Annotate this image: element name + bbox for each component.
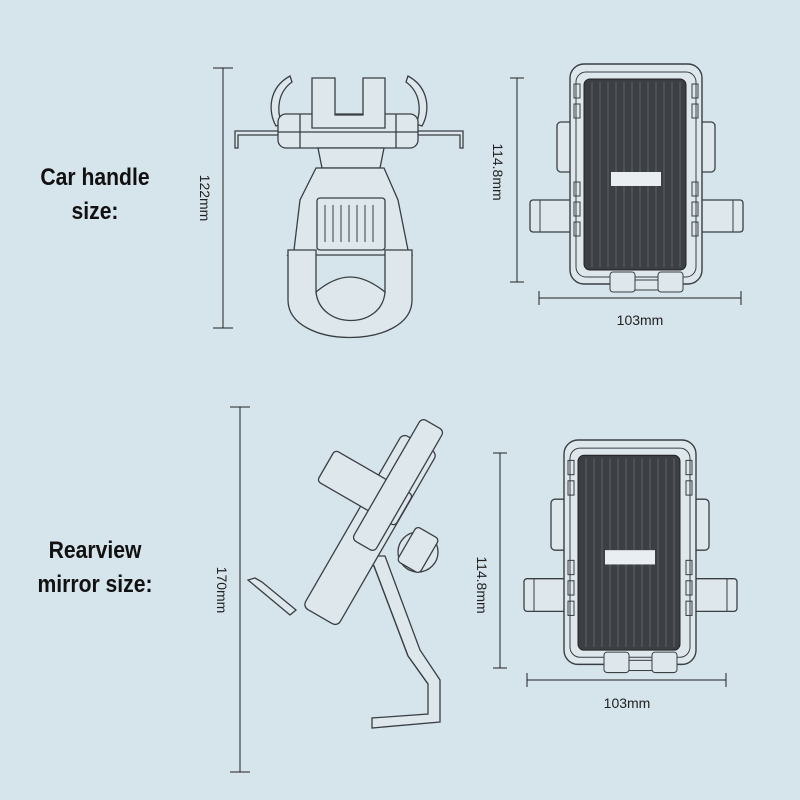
dimension-height-mirror-front: 114.8mm — [474, 556, 490, 614]
label-line: Car handle — [40, 164, 150, 191]
holder-front-view-bottom — [523, 439, 738, 674]
dimension-height-handle-side: 122mm — [197, 174, 213, 222]
handle-clamp-side-view — [234, 75, 464, 338]
label-line: size: — [71, 198, 119, 225]
dimension-height-handle-front: 114.8mm — [490, 143, 506, 201]
label-line: mirror size: — [37, 571, 153, 598]
holder-front-view-top — [529, 63, 744, 293]
dimension-lines — [213, 67, 742, 773]
dimension-width-mirror-front: 103mm — [603, 695, 651, 711]
dimension-width-handle-front: 103mm — [616, 312, 664, 328]
rearview-mirror-label: Rearview mirror size: — [7, 534, 183, 602]
label-line: Rearview — [48, 537, 142, 564]
mirror-mount-side-view — [246, 419, 444, 729]
car-handle-label: Car handle size: — [7, 161, 183, 229]
dimension-height-mirror-side: 170mm — [214, 566, 230, 614]
